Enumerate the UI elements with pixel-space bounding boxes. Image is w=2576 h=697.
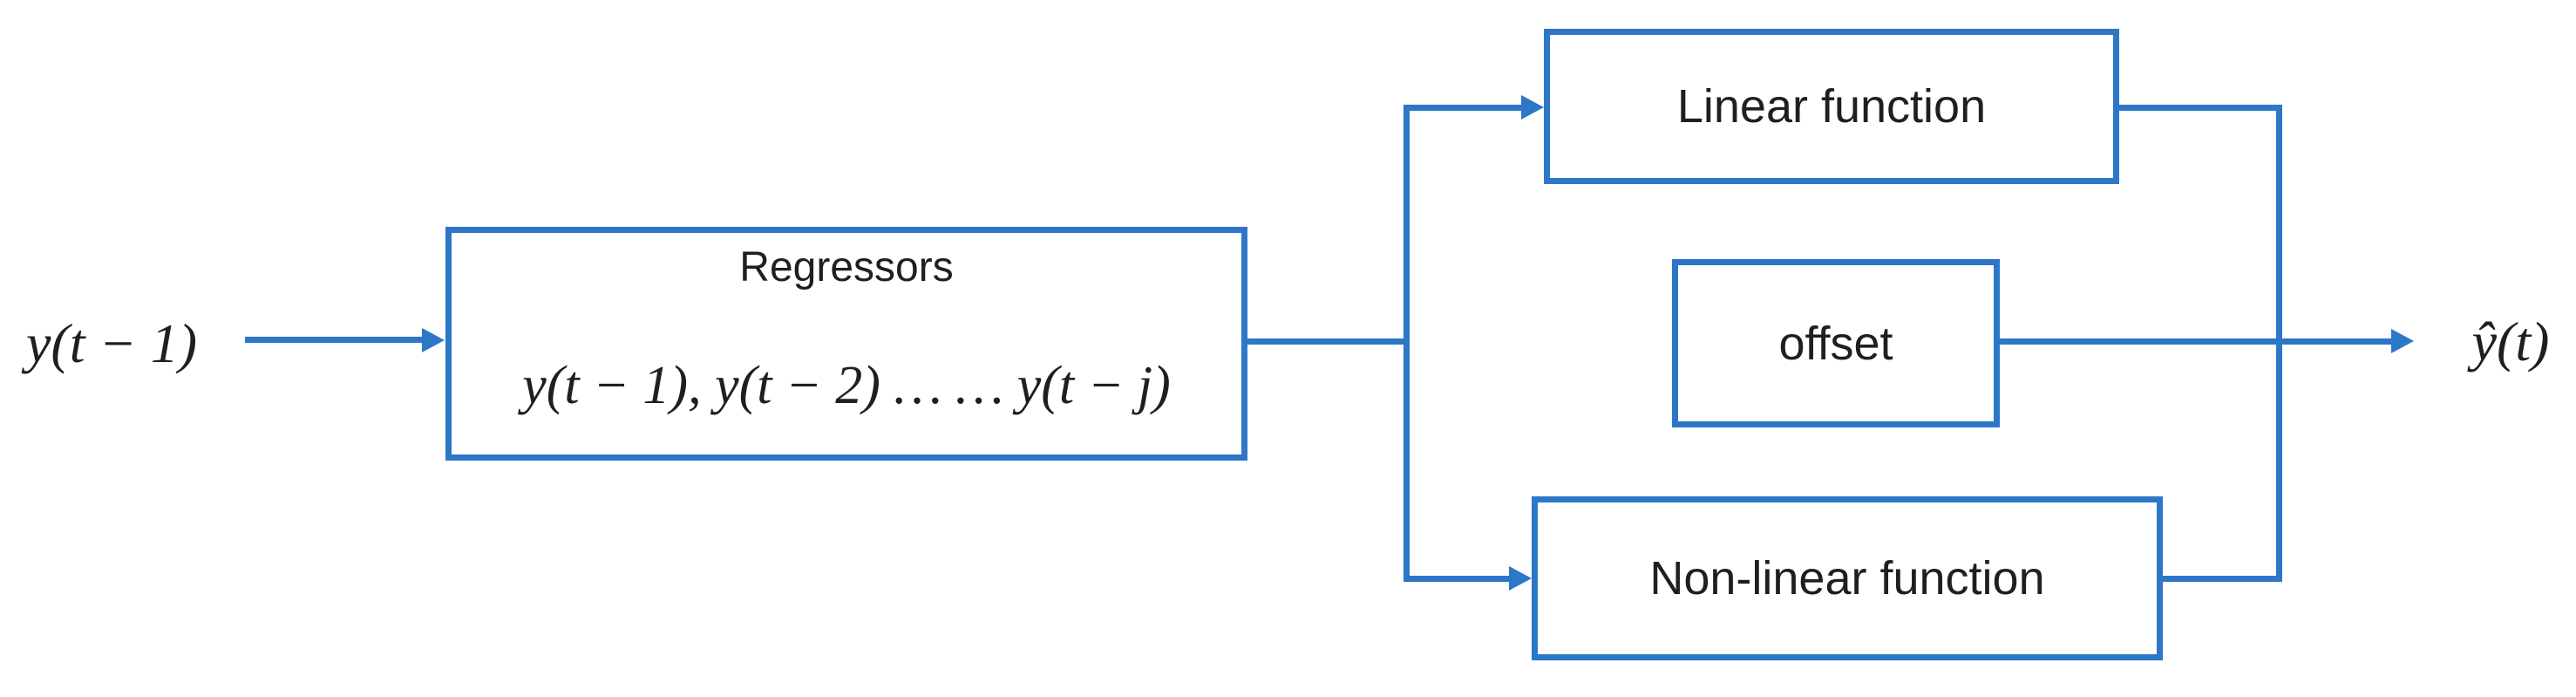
output-signal-label: ŷ(t) — [2471, 311, 2550, 372]
input-signal-label: y(t − 1) — [26, 312, 197, 374]
nonlinear-function-label: Non-linear function — [1649, 552, 2045, 605]
offset-box: offset — [1672, 259, 2000, 427]
input-arrow-line — [245, 337, 424, 343]
top-branch-line — [1406, 105, 1523, 111]
arrowhead-right-icon — [1521, 95, 1544, 120]
nonlinear-output-line — [2157, 576, 2282, 582]
arrowhead-right-icon — [1509, 566, 1532, 591]
regressors-output-line — [1245, 338, 1409, 345]
arrowhead-right-icon — [2391, 329, 2414, 353]
regressors-box: Regressors y(t − 1), y(t − 2) … … y(t − … — [445, 227, 1247, 461]
linear-output-line — [2113, 105, 2282, 111]
branch-vertical-line — [1404, 105, 1410, 582]
linear-function-label: Linear function — [1676, 80, 1987, 133]
offset-label: offset — [1778, 317, 1893, 370]
bottom-branch-line — [1406, 576, 1511, 582]
output-arrow-line — [1994, 338, 2393, 345]
linear-function-box: Linear function — [1544, 29, 2119, 184]
regressors-title: Regressors — [739, 244, 954, 290]
arrowhead-right-icon — [422, 328, 445, 352]
nonlinear-function-box: Non-linear function — [1532, 496, 2163, 660]
regressors-formula: y(t − 1), y(t − 2) … … y(t − j) — [522, 356, 1171, 415]
